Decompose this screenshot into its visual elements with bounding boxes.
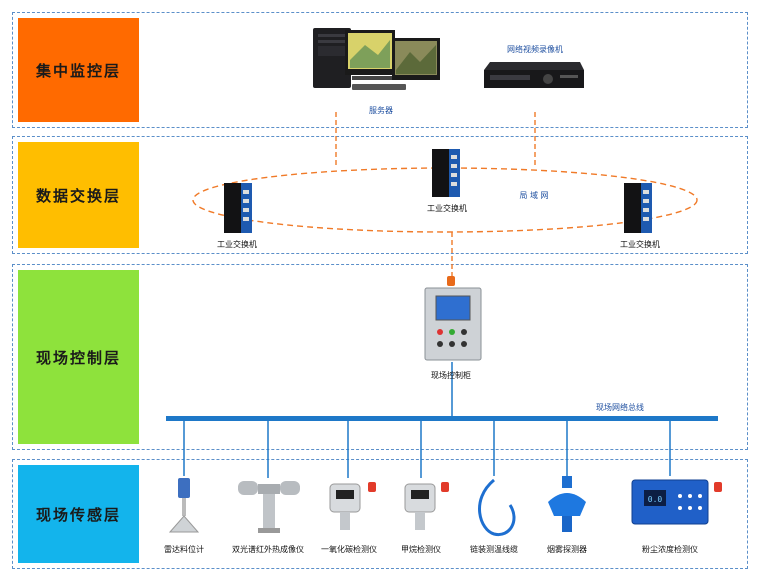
- sensor-caption-co: 一氧化碳检测仪: [321, 545, 377, 554]
- sensor-caption-smoke: 烟雾探测器: [547, 545, 587, 554]
- switch-icon-center: [432, 149, 460, 197]
- lan-caption: 局 域 网: [519, 191, 549, 200]
- switch-icon-right: [624, 183, 652, 233]
- sensor-caption-radar: 雷达料位计: [164, 545, 204, 554]
- server-icon: [313, 28, 440, 90]
- dust-display-value: 0.0: [648, 495, 663, 504]
- temp-cable-icon: [478, 478, 516, 537]
- nvr-icon: [484, 62, 584, 88]
- switch-caption-right: 工业交换机: [620, 240, 660, 249]
- sensor-caption-dust: 粉尘浓度检测仪: [642, 545, 698, 554]
- server-caption: 服务器: [369, 106, 393, 115]
- layer-frame-control: [12, 264, 748, 450]
- thermal-camera-icon: [238, 481, 300, 533]
- cabinet-caption: 现场控制柜: [431, 371, 471, 380]
- layer-label-control: 现场控制层: [18, 270, 139, 444]
- bus-drops: [183, 421, 671, 478]
- layer-frame-sensing: [12, 459, 748, 569]
- switch-icon-left: [224, 183, 252, 233]
- methane-detector-icon: [404, 482, 449, 530]
- control-cabinet-icon: [424, 276, 482, 361]
- switch-caption-left: 工业交换机: [217, 240, 257, 249]
- bus-caption: 现场网络总线: [596, 403, 644, 412]
- switch-caption-center: 工业交换机: [427, 204, 467, 213]
- smoke-detector-icon: [548, 476, 586, 532]
- dust-detector-icon: 0.0: [631, 479, 722, 525]
- radar-level-icon: [168, 478, 200, 533]
- layer-label-monitor: 集中监控层: [18, 18, 139, 122]
- layer-label-sensing: 现场传感层: [18, 465, 139, 563]
- field-bus: [166, 416, 718, 421]
- nvr-caption: 网络视频录像机: [507, 45, 563, 54]
- sensor-caption-methane: 甲烷检测仪: [401, 545, 441, 554]
- sensor-caption-cable: 链装测温线缆: [470, 545, 518, 554]
- layer-frame-exchange: [12, 136, 748, 254]
- layer-frame-monitor: [12, 12, 748, 128]
- sensor-caption-thermal: 双光谱红外热成像仪: [232, 545, 304, 554]
- co-detector-icon: [329, 482, 376, 530]
- layer-label-exchange: 数据交换层: [18, 142, 139, 248]
